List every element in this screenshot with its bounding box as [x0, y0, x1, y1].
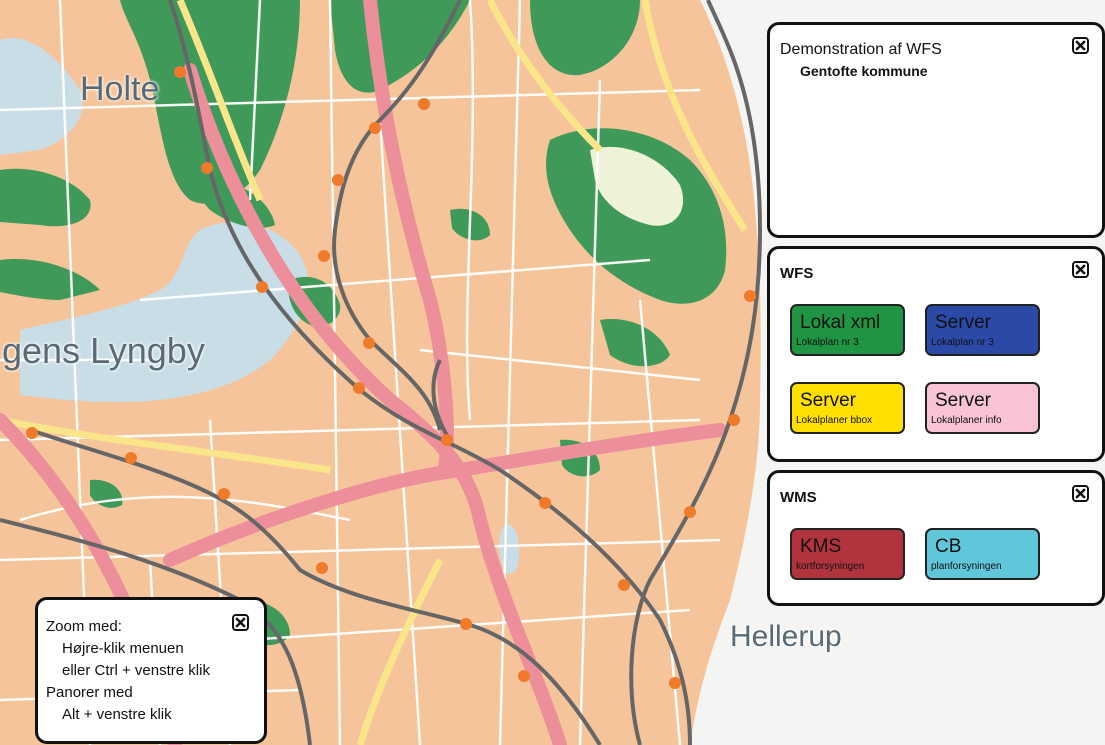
wms-cb-button[interactable]: CB planforsyningen [925, 528, 1040, 580]
place-label-hellerup: Hellerup [730, 620, 842, 653]
button-label: Lokal xml [800, 312, 881, 333]
button-label: KMS [800, 536, 842, 557]
button-label: Server [800, 390, 856, 411]
button-label: Server [935, 390, 991, 411]
close-icon [1075, 40, 1086, 51]
wfs-panel-close-button[interactable] [1072, 261, 1089, 278]
help-pan-heading: Panorer med [46, 684, 133, 701]
wms-panel-title: WMS [780, 489, 817, 506]
help-panel-close-button[interactable] [232, 614, 249, 631]
button-sublabel: Lokalplaner bbox [796, 415, 873, 426]
wfs-server-bbox-button[interactable]: Server Lokalplaner bbox [790, 382, 905, 434]
close-icon [1075, 488, 1086, 499]
button-sublabel: Lokalplaner info [931, 415, 1002, 426]
button-label: CB [935, 536, 962, 557]
help-zoom-line-2: eller Ctrl + venstre klik [62, 662, 210, 679]
wms-kms-button[interactable]: KMS kortforsyningen [790, 528, 905, 580]
place-label-lyngby: gens Lyngby [2, 330, 205, 371]
button-sublabel: Lokalplan nr 3 [931, 337, 994, 348]
wfs-server-lokalplan-button[interactable]: Server Lokalplan nr 3 [925, 304, 1040, 356]
button-sublabel: kortforsyningen [796, 561, 865, 572]
button-label: Server [935, 312, 991, 333]
wfs-panel-title: WFS [780, 265, 814, 282]
wms-panel-close-button[interactable] [1072, 485, 1089, 502]
close-icon [235, 617, 246, 628]
help-zoom-heading: Zoom med: [46, 618, 122, 635]
help-zoom-line-1: Højre-klik menuen [62, 640, 184, 657]
wms-panel: WMS KMS kortforsyningen CB planforsyning… [767, 470, 1105, 606]
help-pan-line-1: Alt + venstre klik [62, 706, 172, 723]
button-sublabel: Lokalplan nr 3 [796, 337, 859, 348]
demo-panel-subtitle: Gentofte kommune [800, 63, 928, 79]
demo-panel-close-button[interactable] [1072, 37, 1089, 54]
close-icon [1075, 264, 1086, 275]
help-panel: Zoom med: Højre-klik menuen eller Ctrl +… [35, 597, 267, 744]
place-label-holte: Holte [80, 70, 160, 108]
button-sublabel: planforsyningen [931, 561, 1002, 572]
wfs-lokal-xml-button[interactable]: Lokal xml Lokalplan nr 3 [790, 304, 905, 356]
demo-panel-title: Demonstration af WFS [780, 41, 942, 58]
wfs-panel: WFS Lokal xml Lokalplan nr 3 Server Loka… [767, 246, 1105, 462]
demo-panel: Demonstration af WFS Gentofte kommune [767, 22, 1105, 238]
wfs-server-info-button[interactable]: Server Lokalplaner info [925, 382, 1040, 434]
